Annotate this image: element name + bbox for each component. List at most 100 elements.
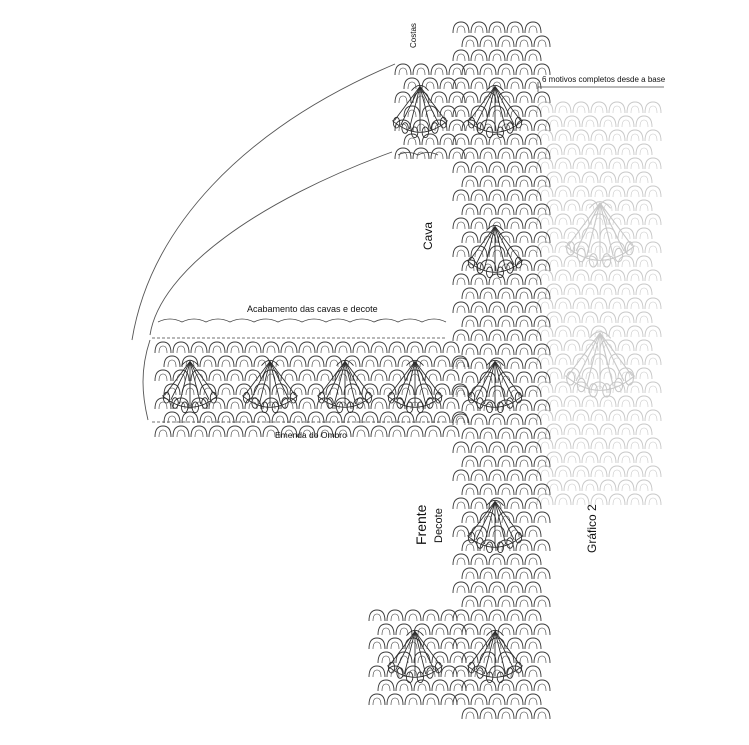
faded-mesh-arch bbox=[644, 157, 662, 170]
mesh-arch bbox=[442, 425, 460, 438]
mesh-arch bbox=[497, 427, 515, 440]
faded-mesh-arch bbox=[626, 213, 644, 226]
mesh-arch bbox=[452, 21, 470, 34]
mesh-arch bbox=[388, 341, 406, 354]
mesh-arch bbox=[524, 497, 542, 510]
faded-mesh-arch bbox=[626, 437, 644, 450]
label-frente: Frente bbox=[413, 504, 429, 545]
mesh-arch bbox=[163, 411, 181, 424]
mesh-arch bbox=[515, 231, 533, 244]
faded-mesh-arch bbox=[545, 283, 563, 296]
mesh-arch bbox=[244, 341, 262, 354]
mesh-arch bbox=[479, 287, 497, 300]
mesh-arch bbox=[461, 259, 479, 272]
mesh-arch bbox=[524, 21, 542, 34]
mesh-arch bbox=[199, 411, 217, 424]
mesh-arch bbox=[154, 425, 172, 438]
mesh-arch bbox=[524, 161, 542, 174]
mesh-arch bbox=[370, 425, 388, 438]
faded-mesh-arch bbox=[608, 185, 626, 198]
mesh-arch bbox=[461, 203, 479, 216]
faded-mesh-arch bbox=[536, 381, 554, 394]
mesh-arch bbox=[533, 651, 551, 664]
mesh-arch bbox=[488, 329, 506, 342]
label-acabamento: Acabamento das cavas e decote bbox=[247, 304, 378, 314]
mesh-arch bbox=[515, 147, 533, 160]
mesh-arch bbox=[449, 679, 467, 692]
mesh-arch bbox=[470, 217, 488, 230]
mesh-arch bbox=[470, 497, 488, 510]
faded-mesh-arch bbox=[590, 409, 608, 422]
mesh-arch bbox=[452, 693, 470, 706]
mesh-arch bbox=[533, 231, 551, 244]
mesh-arch bbox=[479, 343, 497, 356]
mesh-arch bbox=[163, 355, 181, 368]
faded-mesh-arch bbox=[635, 311, 653, 324]
mesh-arch bbox=[226, 397, 244, 410]
faded-mesh-arch bbox=[617, 451, 635, 464]
mesh-arch bbox=[524, 105, 542, 118]
faded-mesh-arch bbox=[635, 423, 653, 436]
faded-mesh-arch bbox=[554, 269, 572, 282]
mesh-arch bbox=[217, 355, 235, 368]
mesh-arch bbox=[506, 301, 524, 314]
mesh-arch bbox=[361, 355, 379, 368]
mesh-arch bbox=[515, 679, 533, 692]
mesh-arch bbox=[289, 411, 307, 424]
mesh-arch bbox=[497, 567, 515, 580]
label-motivos: 6 motivos completos desde a base bbox=[542, 75, 666, 84]
mesh-arch bbox=[470, 77, 488, 90]
mesh-arch bbox=[298, 341, 316, 354]
mesh-arch bbox=[488, 469, 506, 482]
faded-mesh-arch bbox=[635, 115, 653, 128]
mesh-arch bbox=[470, 273, 488, 286]
mesh-arch bbox=[154, 341, 172, 354]
mesh-arch bbox=[449, 623, 467, 636]
faded-mesh-arch bbox=[626, 185, 644, 198]
mesh-arch bbox=[470, 49, 488, 62]
mesh-arch bbox=[533, 623, 551, 636]
mesh-arch bbox=[488, 161, 506, 174]
mesh-arch bbox=[515, 455, 533, 468]
mesh-arch bbox=[488, 301, 506, 314]
faded-mesh-arch bbox=[644, 465, 662, 478]
faded-mesh-arch bbox=[590, 297, 608, 310]
faded-mesh-arch bbox=[599, 479, 617, 492]
mesh-arch bbox=[452, 497, 470, 510]
mesh-arch bbox=[488, 189, 506, 202]
faded-mesh-arch bbox=[572, 269, 590, 282]
faded-mesh-arch bbox=[626, 241, 644, 254]
faded-mesh-arch bbox=[545, 479, 563, 492]
mesh-arch bbox=[470, 581, 488, 594]
faded-mesh-arch bbox=[563, 199, 581, 212]
mesh-arch bbox=[515, 483, 533, 496]
mesh-arch bbox=[334, 341, 352, 354]
mesh-arch bbox=[533, 147, 551, 160]
faded-mesh-arch bbox=[608, 493, 626, 506]
faded-mesh-arch bbox=[635, 171, 653, 184]
mesh-arch bbox=[515, 399, 533, 412]
mesh-arch bbox=[515, 539, 533, 552]
faded-mesh-arch bbox=[554, 409, 572, 422]
faded-mesh-arch bbox=[617, 311, 635, 324]
faded-mesh-arch bbox=[599, 311, 617, 324]
mesh-arch bbox=[208, 341, 226, 354]
mesh-arch bbox=[307, 355, 325, 368]
mesh-arch bbox=[533, 371, 551, 384]
mesh-arch bbox=[386, 693, 404, 706]
faded-mesh-arch bbox=[554, 185, 572, 198]
mesh-arch bbox=[424, 425, 442, 438]
mesh-arch bbox=[533, 259, 551, 272]
mesh-arch bbox=[461, 427, 479, 440]
faded-mesh-arch bbox=[635, 255, 653, 268]
faded-mesh-arch bbox=[581, 395, 599, 408]
mesh-arch bbox=[415, 383, 433, 396]
mesh-arch bbox=[524, 385, 542, 398]
mesh-arch bbox=[506, 469, 524, 482]
faded-mesh-arch bbox=[644, 269, 662, 282]
mesh-arch bbox=[424, 369, 442, 382]
faded-mesh-arch bbox=[635, 479, 653, 492]
mesh-arch bbox=[470, 189, 488, 202]
bottom-left-chunk bbox=[368, 609, 467, 706]
faded-mesh-arch bbox=[617, 171, 635, 184]
